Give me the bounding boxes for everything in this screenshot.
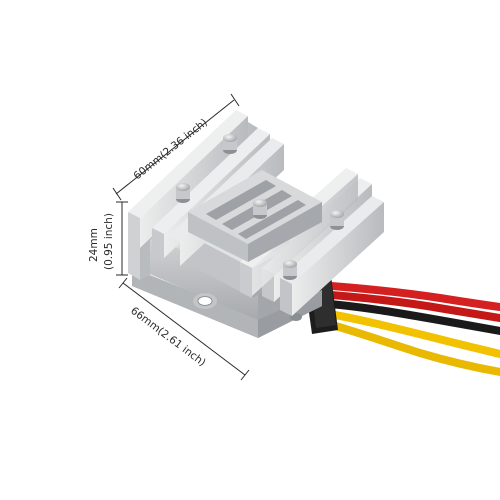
length-label: 66mm(2.61 inch): [128, 305, 208, 369]
converter-housing: [128, 110, 384, 338]
screw-middle-left: [176, 183, 190, 203]
height-inch-label: (0.95 inch): [103, 213, 115, 270]
black-wire: [314, 299, 500, 335]
height-mm-label: 24mm: [88, 228, 100, 262]
screw-front: [283, 260, 297, 280]
dimension-height: 24mm (0.95 inch): [88, 201, 128, 276]
yellow-wire: [314, 308, 500, 358]
yellow-wire-2: [314, 317, 500, 376]
screw-right: [330, 210, 344, 230]
red-wire-2: [314, 290, 500, 322]
red-wire: [314, 281, 500, 311]
mounting-hole: [193, 293, 217, 309]
cable-bundle: [303, 268, 500, 376]
screw-top-left: [223, 134, 237, 154]
screw-center: [253, 199, 267, 219]
